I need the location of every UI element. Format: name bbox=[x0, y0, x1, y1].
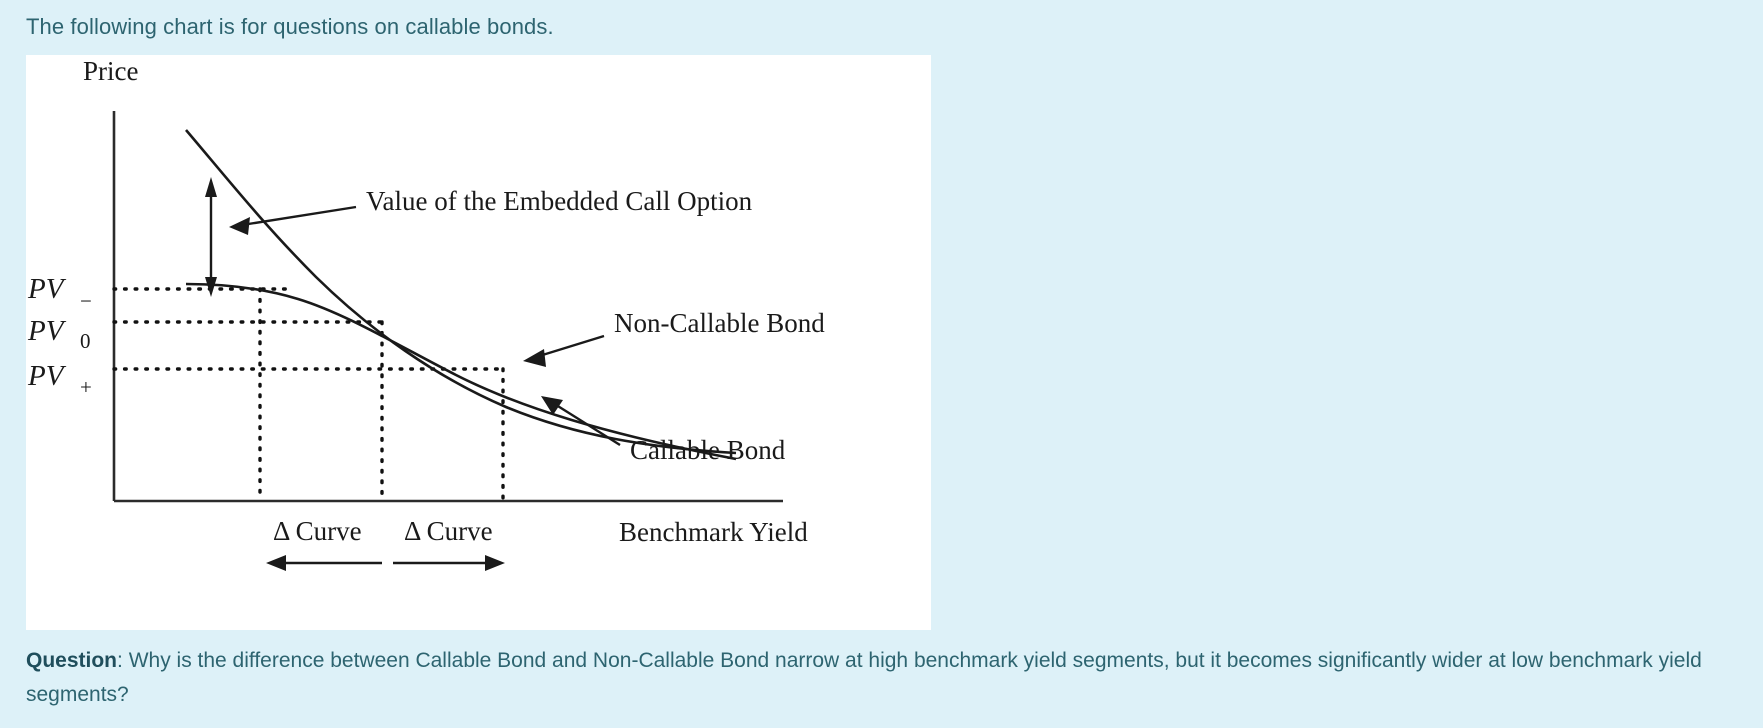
x-axis-title: Benchmark Yield bbox=[619, 517, 808, 547]
callable-bond-chart: Price PV − PV 0 PV + bbox=[27, 56, 825, 571]
series-callable-bond bbox=[185, 282, 737, 461]
question-label: Question bbox=[26, 649, 118, 672]
svg-text:PV: PV bbox=[27, 273, 67, 305]
svg-text:Value of the Embedded Call Opt: Value of the Embedded Call Option bbox=[366, 186, 753, 216]
annotation-callable-bond: Callable Bond bbox=[541, 396, 786, 465]
y-tick-label-pv-plus: PV + bbox=[27, 360, 92, 399]
question-block: Question: Why is the difference between … bbox=[26, 644, 1746, 712]
svg-text:PV: PV bbox=[27, 360, 67, 392]
svg-text:Δ Curve: Δ Curve bbox=[273, 516, 362, 546]
question-body: Why is the difference between Callable B… bbox=[26, 649, 1702, 706]
svg-text:PV: PV bbox=[27, 315, 67, 347]
delta-curve-marker-right: Δ Curve bbox=[393, 516, 505, 571]
delta-curve-marker-left: Δ Curve bbox=[266, 516, 382, 571]
svg-text:0: 0 bbox=[80, 329, 91, 353]
series-non-callable-bond bbox=[185, 129, 737, 455]
svg-text:Callable Bond: Callable Bond bbox=[630, 435, 786, 465]
svg-text:−: − bbox=[80, 289, 92, 313]
chart-panel: Price PV − PV 0 PV + bbox=[26, 55, 931, 630]
y-tick-label-pv-zero: PV 0 bbox=[27, 315, 91, 353]
svg-text:Non-Callable Bond: Non-Callable Bond bbox=[614, 308, 825, 338]
call-option-value-arrow bbox=[205, 177, 217, 297]
annotation-call-option-value: Value of the Embedded Call Option bbox=[229, 186, 753, 235]
annotation-non-callable-bond: Non-Callable Bond bbox=[523, 308, 825, 367]
intro-text: The following chart is for questions on … bbox=[26, 14, 554, 39]
y-axis-title: Price bbox=[83, 56, 138, 86]
question-separator: : bbox=[117, 649, 129, 672]
y-tick-label-pv-minus: PV − bbox=[27, 273, 92, 313]
svg-text:+: + bbox=[80, 375, 92, 399]
svg-text:Δ Curve: Δ Curve bbox=[404, 516, 493, 546]
